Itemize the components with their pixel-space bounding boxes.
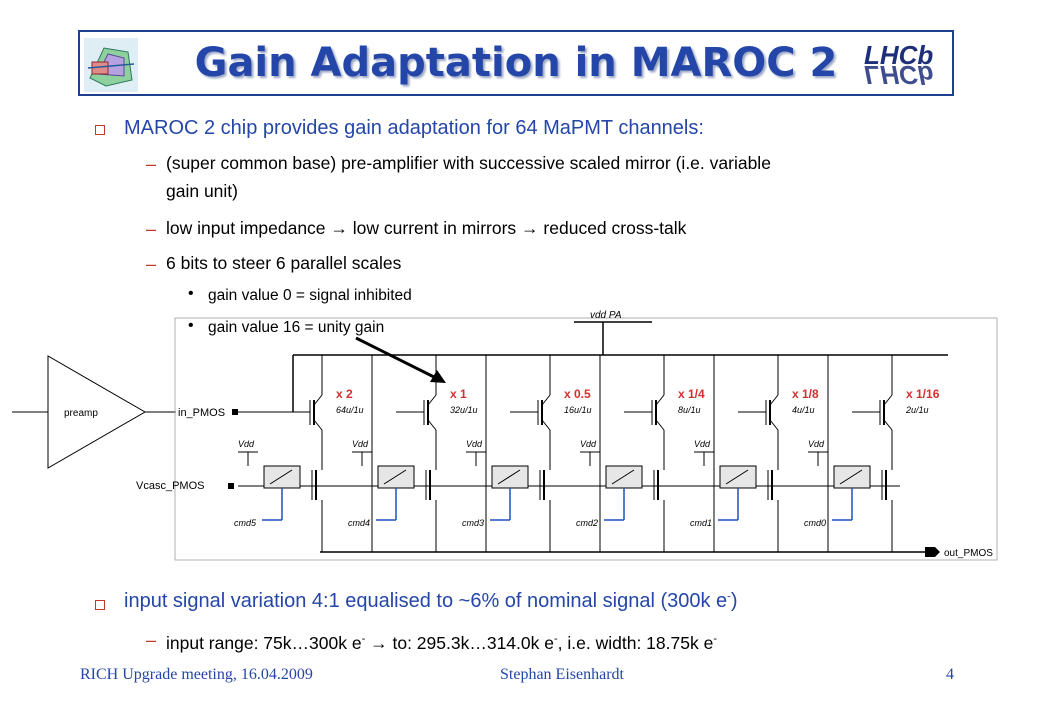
gain-scale-label: x 0.5	[564, 387, 591, 401]
sub-bullet-bits: 6 bits to steer 6 parallel scales	[166, 253, 402, 273]
cmd-label: cmd1	[690, 518, 712, 528]
vdd-label: Vdd	[580, 439, 597, 449]
pmos-lead	[313, 394, 323, 406]
footer-author: Stephan Eisenhardt	[500, 666, 624, 683]
footer-page-number: 4	[946, 666, 954, 683]
pmos-lead	[883, 419, 893, 431]
switch-box	[263, 465, 301, 489]
arrow-icon: →	[330, 218, 348, 238]
in-pmos-label: in_PMOS	[178, 407, 225, 419]
pmos-lead	[427, 419, 437, 431]
title-box: Gain Adaptation in MAROC 2 LHCb LHCb	[78, 30, 954, 96]
tertiary-gain-sixteen: gain value 16 = unity gain	[208, 319, 385, 336]
pmos-lead	[427, 394, 437, 406]
dot-marker: •	[188, 285, 194, 302]
arrow-icon: →	[521, 218, 539, 238]
bullet-marker	[95, 125, 105, 135]
cmd-label: cmd3	[462, 518, 484, 528]
transistor-size-label: 4u/1u	[792, 405, 815, 415]
vdd-label: Vdd	[238, 439, 255, 449]
pmos-lead	[313, 419, 323, 431]
pmos-lead	[541, 394, 551, 406]
switch-contact	[725, 469, 749, 485]
unity-gain-pointer	[355, 336, 437, 380]
transistor-size-label: 64u/1u	[336, 405, 364, 415]
pmos-lead	[769, 419, 779, 431]
switch-box	[833, 465, 871, 489]
switch-box	[491, 465, 529, 489]
dash-marker: –	[146, 254, 157, 274]
dash-marker: –	[146, 630, 157, 650]
out-pmos-label: out_PMOS	[944, 548, 993, 559]
vdd-label: Vdd	[694, 439, 711, 449]
dash-marker: –	[146, 154, 157, 174]
vdd-label: Vdd	[352, 439, 369, 449]
switch-contact	[611, 469, 635, 485]
pmos-lead	[541, 419, 551, 431]
detector-logo-icon	[84, 38, 138, 92]
switch-box	[719, 465, 757, 489]
vdd-label: Vdd	[808, 439, 825, 449]
gain-scale-label: x 1/8	[792, 387, 819, 401]
switch-contact	[497, 469, 521, 485]
cmd-label: cmd0	[804, 518, 826, 528]
lhcb-logo-icon: LHCb LHCb	[854, 36, 946, 92]
cmd-label: cmd5	[234, 518, 257, 528]
pmos-lead	[655, 394, 665, 406]
sub-bullet-input-range: input range: 75k…300k e- → to: 295.3k…31…	[166, 632, 717, 653]
vcasc-pmos-label: Vcasc_PMOS	[136, 480, 204, 492]
sub-bullet-preamp-line1: (super common base) pre-amplifier with s…	[166, 153, 771, 173]
dot-marker: •	[188, 317, 194, 334]
dash-marker: –	[146, 219, 157, 239]
gain-scale-label: x 1	[450, 387, 467, 401]
bullet-signal-variation: input signal variation 4:1 equalised to …	[124, 590, 738, 612]
sub-bullet-preamp-line2: gain unit)	[166, 181, 238, 201]
switch-contact	[269, 469, 293, 485]
transistor-size-label: 8u/1u	[678, 405, 701, 415]
transistor-size-label: 32u/1u	[450, 405, 478, 415]
circuit-frame	[174, 317, 998, 561]
preamp-label: preamp	[64, 408, 98, 419]
vdd-pa-label: vdd PA	[590, 310, 622, 321]
cmd-label: cmd4	[348, 518, 370, 528]
bullet-gain-adaptation: MAROC 2 chip provides gain adaptation fo…	[124, 117, 704, 139]
page-title: Gain Adaptation in MAROC 2	[194, 40, 838, 86]
arrow-icon: →	[370, 632, 388, 653]
transistor-size-label: 16u/1u	[564, 405, 592, 415]
logo-text: LHCb	[864, 40, 933, 70]
preamp-triangle	[47, 355, 147, 469]
gain-scale-label: x 1/16	[906, 387, 940, 401]
cmd-label: cmd2	[576, 518, 598, 528]
svg-text:LHCb: LHCb	[864, 60, 933, 90]
bullet-marker	[95, 600, 105, 610]
vdd-label: Vdd	[466, 439, 483, 449]
sub-bullet-impedance: low input impedance → low current in mir…	[166, 218, 687, 238]
pmos-lead	[655, 419, 665, 431]
switch-box	[377, 465, 415, 489]
pmos-lead	[883, 394, 893, 406]
pmos-lead	[769, 394, 779, 406]
switch-contact	[839, 469, 863, 485]
transistor-size-label: 2u/1u	[905, 405, 929, 415]
tertiary-gain-zero: gain value 0 = signal inhibited	[208, 287, 412, 304]
switch-box	[605, 465, 643, 489]
gain-scale-label: x 1/4	[678, 387, 705, 401]
footer-meeting: RICH Upgrade meeting, 16.04.2009	[80, 666, 313, 683]
switch-contact	[383, 469, 407, 485]
gain-scale-label: x 2	[336, 387, 353, 401]
